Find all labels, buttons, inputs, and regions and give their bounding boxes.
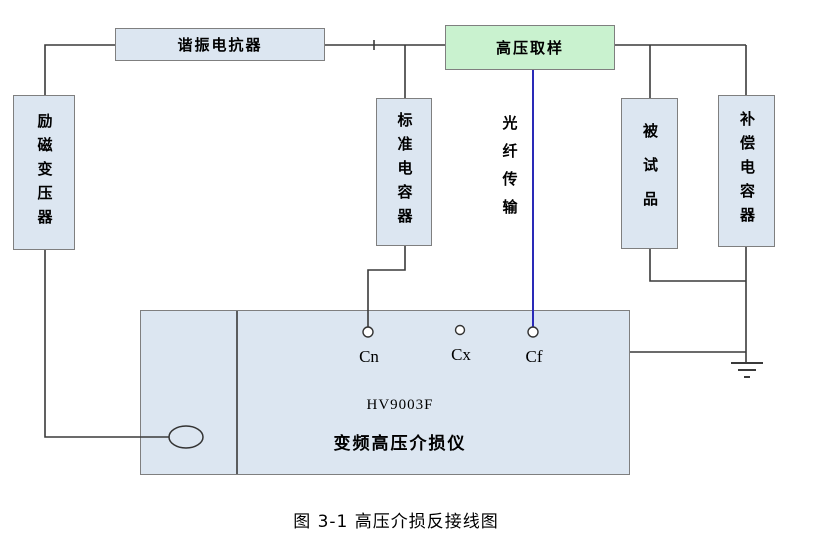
fiber-transmission-label: 光纤传输 (500, 114, 519, 227)
hv-sampling-label: 高压取样 (495, 39, 564, 57)
standard-capacitor-label: 标准电容器 (395, 112, 414, 232)
compensation-capacitor-label: 补偿电容器 (738, 111, 756, 231)
excitation-transformer-label: 励磁变压器 (35, 112, 54, 233)
wire-test-object-to-ground-line (649, 249, 746, 282)
resonant-reactor-box: 谐振电抗器 (115, 28, 325, 61)
figure-caption: 图 3-1 高压介损反接线图 (293, 512, 499, 532)
compensation-capacitor-box: 补偿电容器 (718, 95, 775, 247)
excitation-transformer-box: 励磁变压器 (13, 95, 75, 250)
hv-sampling-box: 高压取样 (445, 25, 615, 70)
fiber-transmission-area: 光纤传输 (494, 108, 524, 233)
terminal-cf-label: Cf (525, 347, 543, 366)
terminal-cx-label: Cx (451, 345, 471, 364)
instrument-model: HV9003F (366, 397, 434, 413)
ground-symbol (731, 362, 763, 378)
instrument-name: 变频高压介损仪 (333, 434, 467, 454)
resonant-reactor-label: 谐振电抗器 (177, 36, 263, 54)
instrument-box: Cn Cx Cf HV9003F 变频高压介损仪 (140, 310, 630, 475)
test-object-label: 被试品 (641, 122, 659, 225)
test-object-box: 被试品 (621, 98, 678, 249)
standard-capacitor-box: 标准电容器 (376, 98, 432, 246)
wire-transformer-to-reactor (44, 44, 115, 95)
terminal-cn-label: Cn (359, 347, 379, 366)
